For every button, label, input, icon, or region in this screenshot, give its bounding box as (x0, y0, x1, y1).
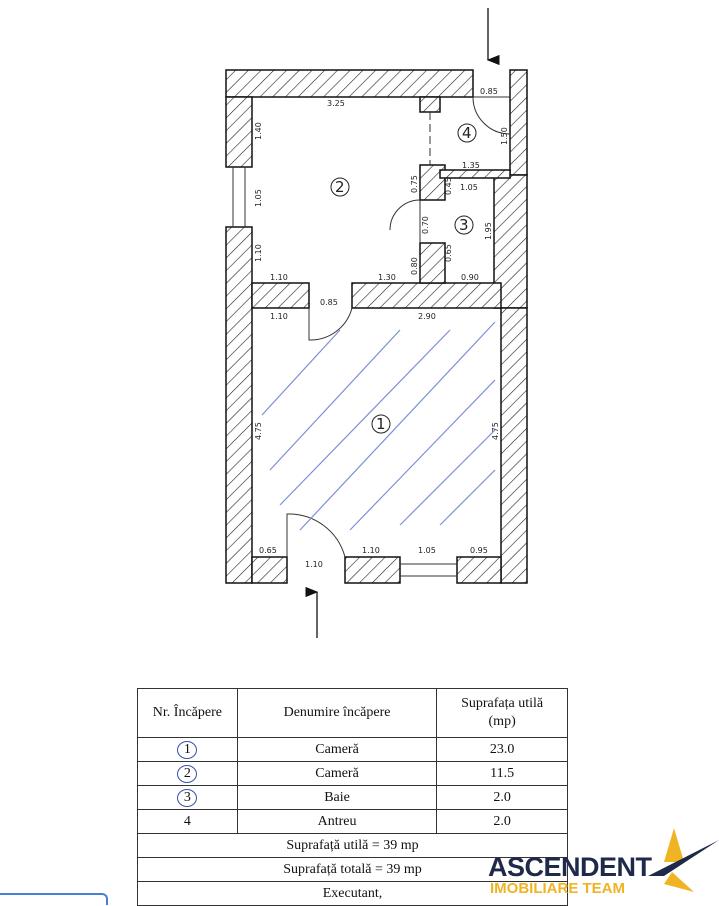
room-nr: 3 (177, 788, 198, 807)
room-name: Antreu (236, 809, 438, 834)
header-area-label: Suprafața utilă (461, 696, 544, 711)
dim: 0.75 (410, 175, 419, 193)
dim: 1.10 (270, 312, 288, 321)
logo-line1: ASCENDENT (488, 852, 652, 882)
dim: 1.10 (362, 546, 380, 555)
room-area: 23.0 (436, 737, 568, 762)
room-name: Baie (236, 785, 438, 810)
room-3-label: 3 (459, 216, 469, 234)
dim: 0.70 (421, 216, 430, 234)
ascendent-logo: ASCENDENT IMOBILIARE TEAM (488, 828, 719, 900)
blue-pen-mark (0, 893, 108, 905)
total-area: Suprafață totală = 39 mp (137, 857, 568, 882)
dim: 1.95 (484, 222, 493, 240)
dim: 3.25 (327, 99, 345, 108)
table-header: Nr. Încăpere Denumire încăpere Suprafața… (137, 688, 568, 738)
star-arrow-icon (648, 828, 719, 892)
dim: 0.65 (259, 546, 277, 555)
dim: 1.40 (254, 122, 263, 140)
room-name: Cameră (236, 761, 438, 786)
windows-doors (232, 96, 511, 577)
dim: 0.85 (480, 87, 498, 96)
dim: 1.10 (254, 244, 263, 262)
room-area: 2.0 (436, 809, 568, 834)
dim: 2.90 (418, 312, 436, 321)
dim: 0.95 (470, 546, 488, 555)
room-numbers (330, 123, 477, 434)
dim: 4.75 (254, 422, 263, 440)
dim: 1.05 (418, 546, 436, 555)
room-1-label: 1 (376, 415, 386, 433)
room-nr: 2 (177, 764, 198, 783)
dim: 0.80 (410, 257, 419, 275)
dim: 1.10 (270, 273, 288, 282)
entry-arrows (305, 8, 500, 638)
room-nr: 4 (137, 809, 238, 834)
dim: 1.05 (460, 183, 478, 192)
header-area-unit: (mp) (488, 714, 516, 729)
dim: 0.90 (461, 273, 479, 282)
room1-sketch-lines (261, 321, 496, 531)
dim: 1.50 (500, 127, 509, 145)
room-name: Cameră (236, 737, 438, 762)
dim: 0.45 (444, 177, 453, 195)
floor-plan: 1 2 3 4 3.25 0.85 1.50 1.35 1.40 1.05 1.… (225, 8, 528, 638)
room-area: 11.5 (436, 761, 568, 786)
room-area: 2.0 (436, 785, 568, 810)
room-4-label: 4 (462, 124, 472, 142)
dim: 0.65 (444, 244, 453, 262)
dim: 1.10 (305, 560, 323, 569)
dim: 1.35 (462, 161, 480, 170)
header-name: Denumire încăpere (236, 688, 438, 738)
walls (225, 69, 528, 584)
header-nr: Nr. Încăpere (137, 688, 238, 738)
dim: 1.30 (378, 273, 396, 282)
dimension-labels: 3.25 0.85 1.50 1.35 1.40 1.05 1.10 1.10 … (254, 87, 509, 569)
dim: 4.75 (491, 422, 500, 440)
useful-area: Suprafață utilă = 39 mp (137, 833, 568, 858)
room-nr: 1 (177, 740, 198, 759)
logo-line2: IMOBILIARE TEAM (490, 880, 625, 897)
dim: 0.85 (320, 298, 338, 307)
dim: 1.05 (254, 189, 263, 207)
header-area: Suprafața utilă (mp) (436, 688, 568, 738)
room-2-label: 2 (335, 178, 345, 196)
